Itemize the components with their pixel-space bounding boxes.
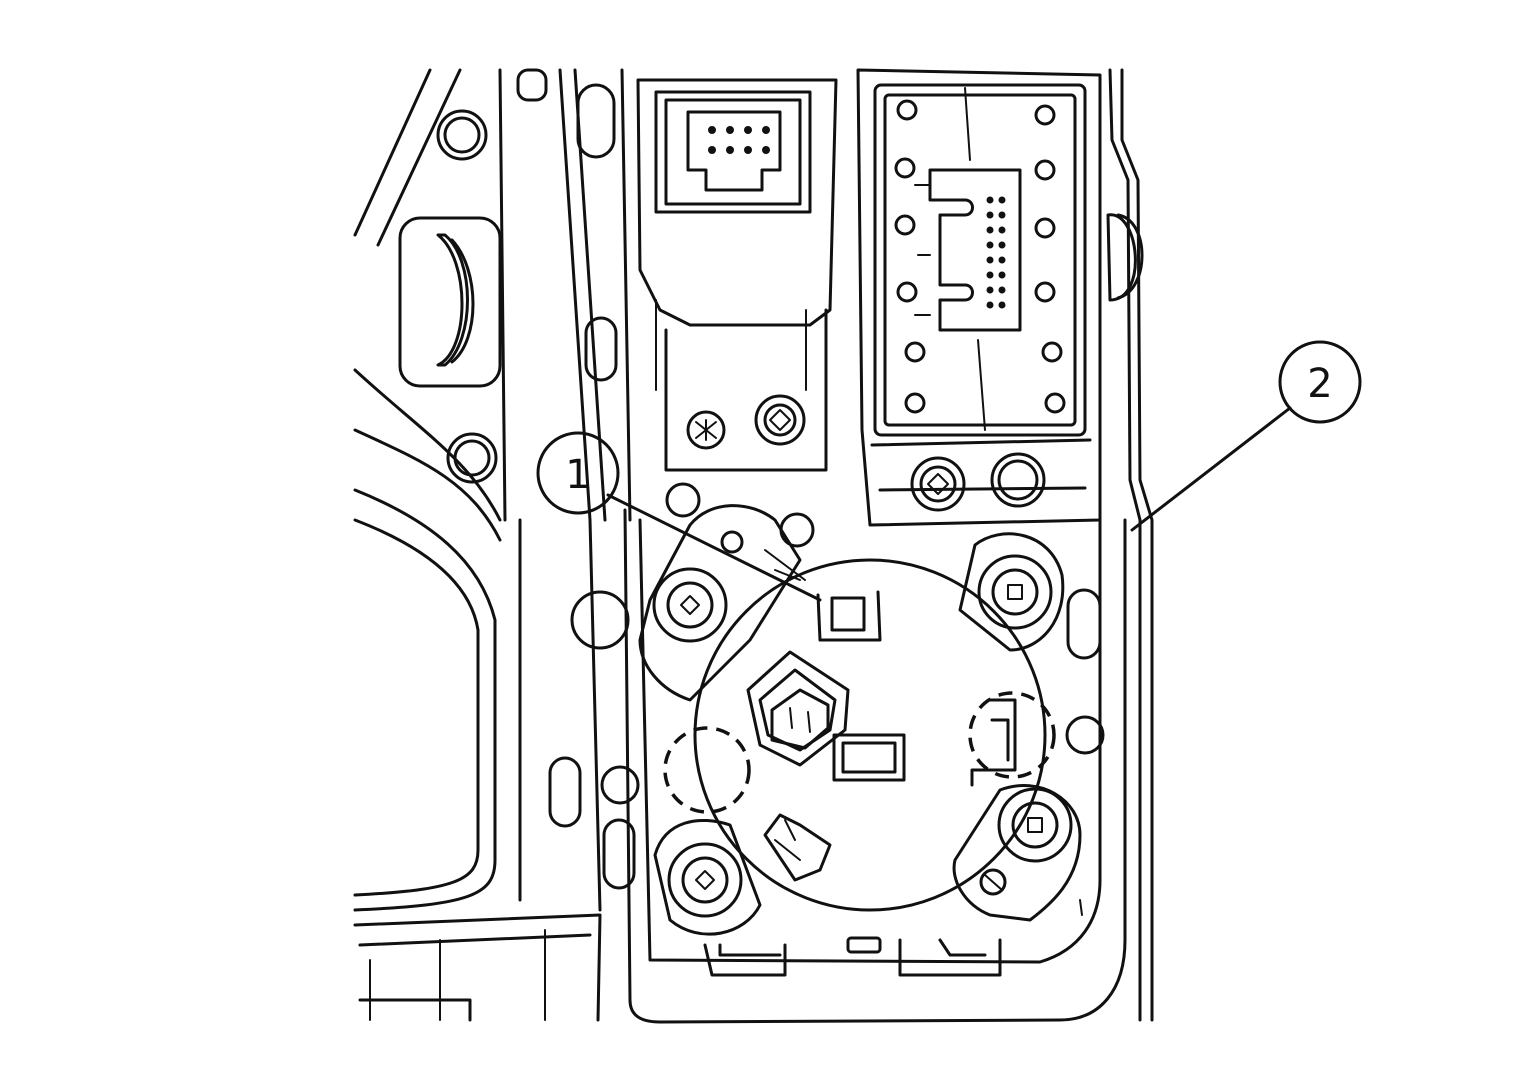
mirror-motor bbox=[693, 558, 1047, 912]
motor-bracket-lower-left bbox=[653, 818, 762, 936]
large-connector-module bbox=[856, 68, 1102, 527]
module-rings bbox=[894, 99, 1066, 414]
vertical-rails bbox=[558, 68, 632, 912]
left-trim-panel bbox=[353, 68, 602, 1022]
panel-bolts-left bbox=[436, 109, 498, 484]
right-frame-edge bbox=[1106, 68, 1154, 1022]
motor-bracket-lower-right bbox=[952, 784, 1082, 922]
slider-bracket bbox=[398, 216, 502, 388]
mirror-motor-plate bbox=[623, 482, 1127, 1024]
highlight-circles bbox=[663, 691, 1056, 814]
motor-electrical-connector bbox=[746, 650, 850, 767]
motor-bracket-upper-right bbox=[958, 532, 1065, 652]
callout-2: 2 bbox=[1130, 340, 1362, 532]
callout-1-label: 1 bbox=[565, 452, 590, 498]
rail-slots bbox=[516, 68, 640, 890]
small-connector-module bbox=[636, 78, 838, 472]
callout-2-label: 2 bbox=[1307, 361, 1332, 407]
connector-pins bbox=[986, 196, 1006, 309]
callout-1: 1 bbox=[536, 431, 822, 602]
motor-bracket-upper-left bbox=[638, 504, 806, 702]
